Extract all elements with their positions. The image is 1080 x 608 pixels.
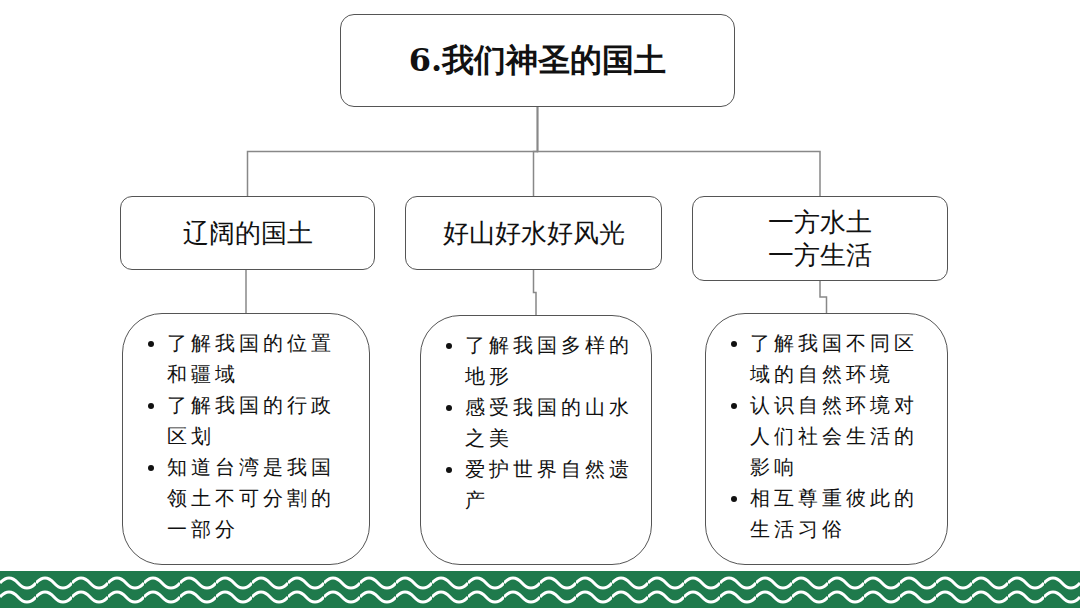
decorative-band — [0, 571, 1080, 608]
band-ground — [0, 571, 1080, 608]
bullet-item: 了解我国的行政区划 — [167, 390, 355, 452]
bullet-item: 爱护世界自然遗产 — [465, 454, 637, 516]
bullet-item: 认识自然环境对人们社会生活的影响 — [750, 390, 933, 483]
connector-line — [820, 281, 827, 313]
category-text: 一方水土 一方生活 — [760, 206, 880, 271]
bullet-list: 了解我国多样的地形感受我国的山水之美爱护世界自然遗产 — [435, 330, 637, 516]
title-box: 6.我们神圣的国土 — [340, 14, 735, 107]
connector-line — [534, 270, 537, 315]
connector-line — [248, 107, 538, 196]
bullet-item: 相互尊重彼此的生活习俗 — [750, 483, 933, 545]
content-box: 了解我国不同区域的自然环境认识自然环境对人们社会生活的影响相互尊重彼此的生活习俗 — [705, 313, 948, 565]
bullet-item: 了解我国多样的地形 — [465, 330, 637, 392]
bullet-item: 感受我国的山水之美 — [465, 392, 637, 454]
band-wave — [0, 571, 1080, 608]
content-box: 了解我国的位置和疆域了解我国的行政区划知道台湾是我国领土不可分割的一部分 — [122, 313, 370, 565]
connector-line — [245, 270, 247, 313]
bullet-item: 了解我国的位置和疆域 — [167, 328, 355, 390]
category-text: 好山好水好风光 — [443, 217, 625, 250]
bullet-item: 了解我国不同区域的自然环境 — [750, 328, 933, 390]
category-text: 辽阔的国土 — [183, 217, 313, 250]
category-box: 好山好水好风光 — [405, 196, 662, 270]
category-box: 辽阔的国土 — [120, 196, 375, 270]
bullet-item: 知道台湾是我国领土不可分割的一部分 — [167, 452, 355, 545]
content-box: 了解我国多样的地形感受我国的山水之美爱护世界自然遗产 — [420, 315, 652, 565]
title-text: 6.我们神圣的国土 — [409, 39, 666, 83]
bullet-list: 了解我国的位置和疆域了解我国的行政区划知道台湾是我国领土不可分割的一部分 — [137, 328, 355, 545]
connector-line — [538, 107, 821, 196]
category-box: 一方水土 一方生活 — [692, 196, 948, 281]
bullet-list: 了解我国不同区域的自然环境认识自然环境对人们社会生活的影响相互尊重彼此的生活习俗 — [720, 328, 933, 545]
